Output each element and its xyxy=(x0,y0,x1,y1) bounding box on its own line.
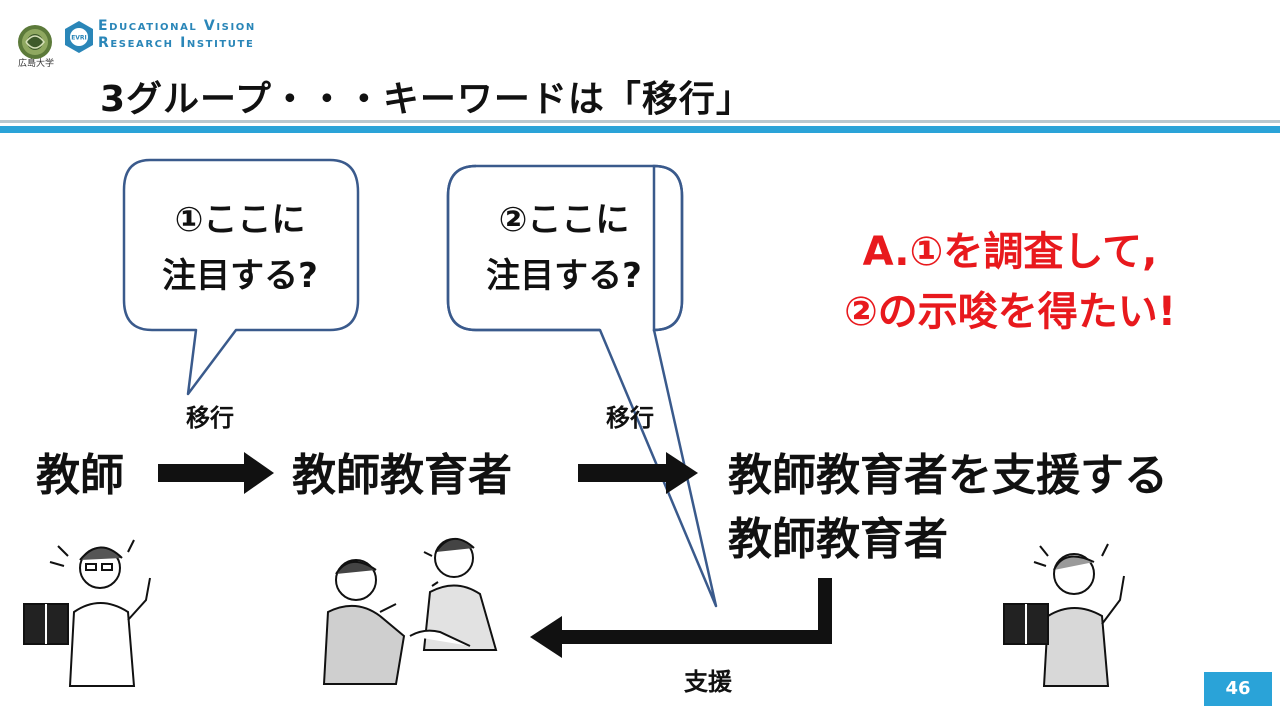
stage-supporting-educator-line-1: 教師教育者を支援する xyxy=(728,450,1168,501)
bubble-1-line-1: ①ここに xyxy=(174,200,306,240)
answer-line-1: A.①を調査して, xyxy=(862,229,1158,275)
transition-label-1: 移行 xyxy=(186,404,234,432)
transition-label-2: 移行 xyxy=(606,404,654,432)
institute-name-line-1: Educational Vision xyxy=(98,18,256,34)
stage-teacher: 教師 xyxy=(36,450,124,501)
bubble-1-text: ①ここに 注目する? xyxy=(124,192,356,304)
answer-line-2: ②の示唆を得たい! xyxy=(843,289,1177,335)
institute-name-line-2: Research Institute xyxy=(98,35,255,51)
support-return-arrow xyxy=(530,578,832,658)
university-seal-icon xyxy=(18,25,52,59)
svg-text:EVRI: EVRI xyxy=(71,35,87,42)
answer-text: A.①を調査して, ②の示唆を得たい! xyxy=(780,222,1240,342)
header-divider-thick xyxy=(0,126,1280,133)
teacher-with-book-icon xyxy=(23,539,151,687)
arrow-right-1 xyxy=(158,452,274,494)
bubble-2-line-1: ②ここに xyxy=(498,200,630,240)
arrow-right-2 xyxy=(578,452,698,494)
stage-teacher-educator: 教師教育者 xyxy=(292,450,512,501)
bubble-2-line-2: 注目する? xyxy=(486,256,642,296)
bubble-1-line-2: 注目する? xyxy=(162,256,318,296)
support-label: 支援 xyxy=(684,668,732,696)
evri-logo-icon: EVRI xyxy=(65,21,93,53)
page-number: 46 xyxy=(1204,672,1272,706)
two-people-handshake-icon xyxy=(322,538,498,685)
senior-teacher-with-book-icon xyxy=(1003,543,1125,687)
university-name: 広島大学 xyxy=(17,59,54,69)
speech-bubble-1 xyxy=(122,158,360,396)
bubble-2-text: ②ここに 注目する? xyxy=(448,192,680,304)
stage-supporting-educator-line-2: 教師教育者 xyxy=(728,514,948,565)
header-divider-thin xyxy=(0,120,1280,123)
slide-title: 3グループ・・・キーワードは「移行」 xyxy=(100,79,753,120)
